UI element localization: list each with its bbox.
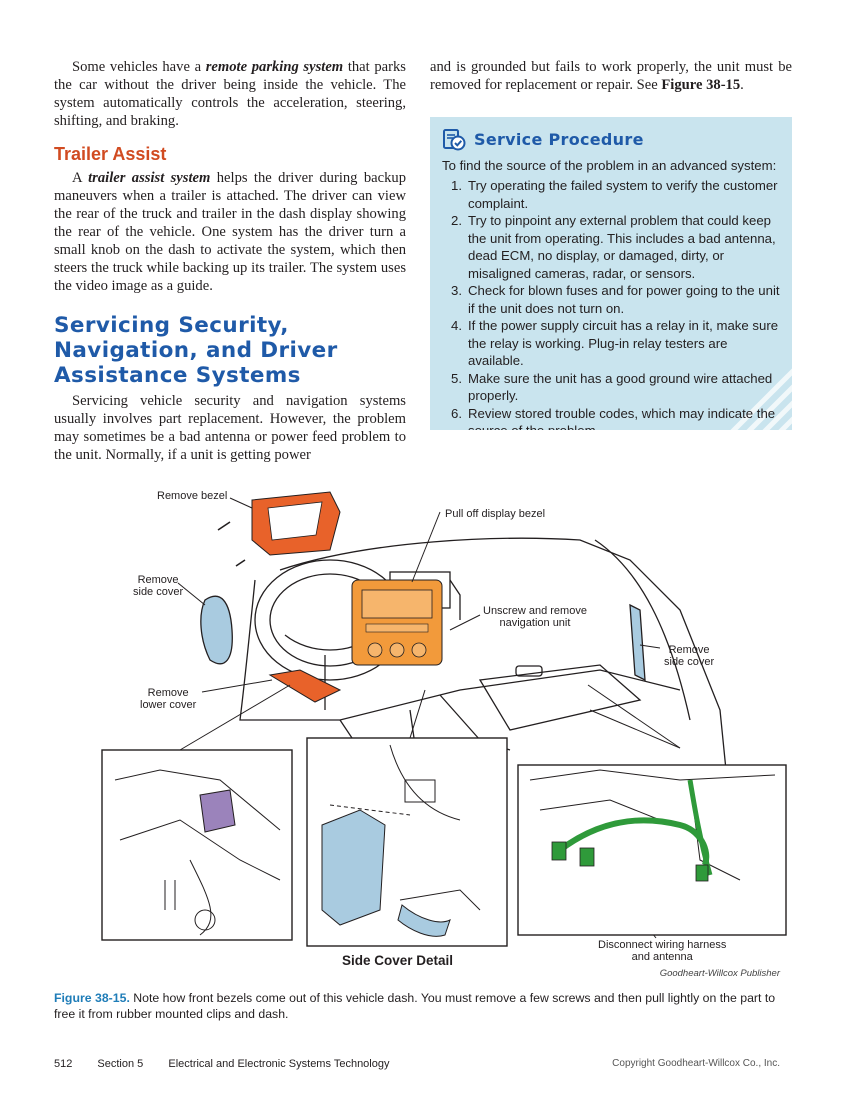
decorative-stripes bbox=[730, 368, 792, 430]
label-side-cover-detail: Side Cover Detail bbox=[342, 953, 454, 968]
term-remote-parking: remote parking system bbox=[205, 59, 344, 75]
figure-reference: Figure 38-15 bbox=[661, 77, 741, 93]
list-item: 5.Make sure the unit has a good ground w… bbox=[451, 370, 773, 404]
lower-cover-bracket bbox=[199, 789, 236, 833]
right-side-cover bbox=[629, 603, 646, 682]
page-footer: 512 Section 5 Electrical and Electronic … bbox=[54, 1058, 780, 1070]
list-item: 2.Try to pinpoint any external problem t… bbox=[451, 213, 776, 281]
detail-side-cover-box bbox=[306, 737, 508, 947]
servicing-heading: Servicing Security, Navigation, and Driv… bbox=[54, 313, 338, 388]
service-procedure-intro: To find the source of the problem in an … bbox=[442, 158, 777, 173]
right-column: and is grounded but fails to work proper… bbox=[430, 58, 792, 94]
left-column: Some vehicles have a remote parking syst… bbox=[54, 58, 406, 464]
trailer-assist-paragraph: A trailer assist system helps the driver… bbox=[54, 170, 406, 294]
a-pillar bbox=[594, 539, 691, 721]
figure-credit: Goodheart-Willcox Publisher bbox=[659, 968, 780, 979]
figure-caption: Figure 38-15. Note how front bezels come… bbox=[54, 991, 776, 1021]
dash-top-outline bbox=[279, 537, 731, 811]
service-procedure-box: Service Procedure To find the source of … bbox=[430, 117, 792, 430]
page-number: 512 bbox=[54, 1058, 73, 1070]
glovebox bbox=[478, 664, 642, 731]
left-side-cover bbox=[200, 595, 233, 665]
figure-number: Figure 38-15. bbox=[54, 991, 130, 1005]
detail-wiring-box bbox=[517, 764, 787, 936]
term-trailer-assist: trailer assist system bbox=[88, 170, 211, 186]
label-pull-off-display-bezel: Pull off display bezel bbox=[445, 508, 546, 520]
side-cover-panel bbox=[321, 809, 386, 926]
removed-lower-cover bbox=[268, 669, 342, 703]
service-procedure-steps: 1.Try operating the failed system to ver… bbox=[442, 177, 782, 430]
section-title: Electrical and Electronic Systems Techno… bbox=[168, 1058, 390, 1070]
dash-removal-figure: Remove bezel Pull off display bezel Remo… bbox=[40, 480, 810, 985]
remote-parking-paragraph: Some vehicles have a remote parking syst… bbox=[54, 59, 406, 129]
service-procedure-header: Service Procedure bbox=[442, 127, 644, 151]
list-item: 6.Review stored trouble codes, which may… bbox=[451, 405, 776, 431]
continuation-paragraph: and is grounded but fails to work proper… bbox=[430, 59, 792, 93]
dash-illustration bbox=[101, 491, 787, 947]
service-procedure-title: Service Procedure bbox=[474, 129, 644, 149]
clipboard-check-icon bbox=[443, 129, 466, 151]
trailer-assist-heading: Trailer Assist bbox=[54, 144, 167, 164]
list-item: 3.Check for blown fuses and for power go… bbox=[451, 283, 780, 316]
detail-lower-cover-box bbox=[101, 749, 293, 941]
label-remove-bezel: Remove bezel bbox=[157, 490, 228, 502]
list-item: 4.If the power supply circuit has a rela… bbox=[451, 318, 779, 368]
servicing-paragraph: Servicing vehicle security and navigatio… bbox=[54, 393, 406, 463]
list-item: 1.Try operating the failed system to ver… bbox=[451, 178, 778, 211]
copyright: Copyright Goodheart-Willcox Co., Inc. bbox=[612, 1058, 780, 1069]
section-number: Section 5 bbox=[97, 1058, 144, 1070]
